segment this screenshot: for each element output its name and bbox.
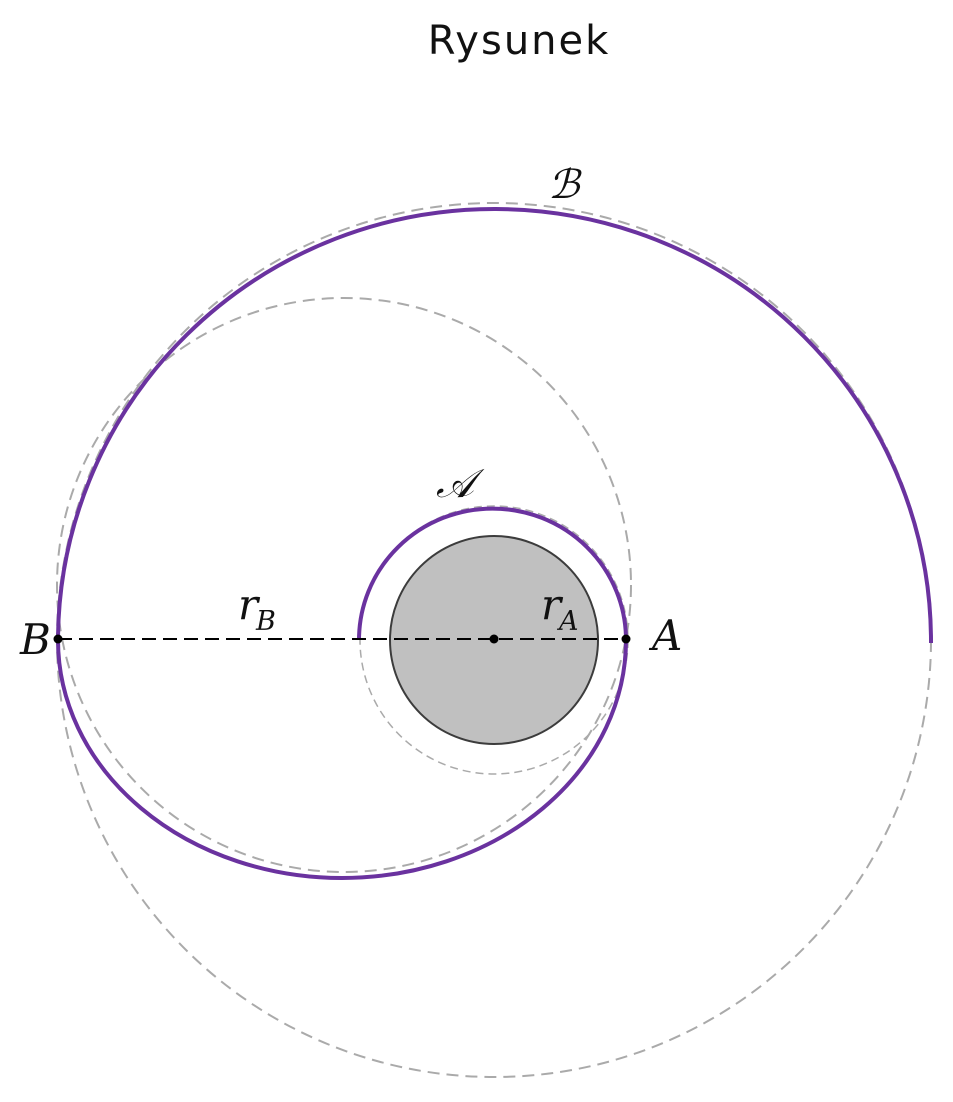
inner-orbit-label: 𝒜 [436, 461, 485, 507]
point-b-label: B [19, 615, 51, 664]
point-a-label: A [648, 611, 682, 660]
outer-orbit-label: ℬ [548, 162, 582, 208]
center-dot [489, 634, 499, 644]
figure-title: Rysunek [428, 18, 611, 64]
radius-a-label: r A [541, 580, 579, 637]
radius-b-sub: B [255, 606, 276, 637]
point-b-dot [53, 634, 63, 644]
radius-a-main: r [541, 580, 564, 629]
point-a-dot [621, 634, 631, 644]
radius-b-label: r B [238, 580, 276, 637]
outer-orbit-arc [56, 207, 934, 644]
radius-b-main: r [238, 580, 261, 629]
transfer-orbit-arc [56, 639, 628, 880]
inner-orbit-arc [357, 506, 628, 641]
transfer-reference-circle [56, 297, 632, 873]
radius-a-sub: A [556, 606, 579, 637]
